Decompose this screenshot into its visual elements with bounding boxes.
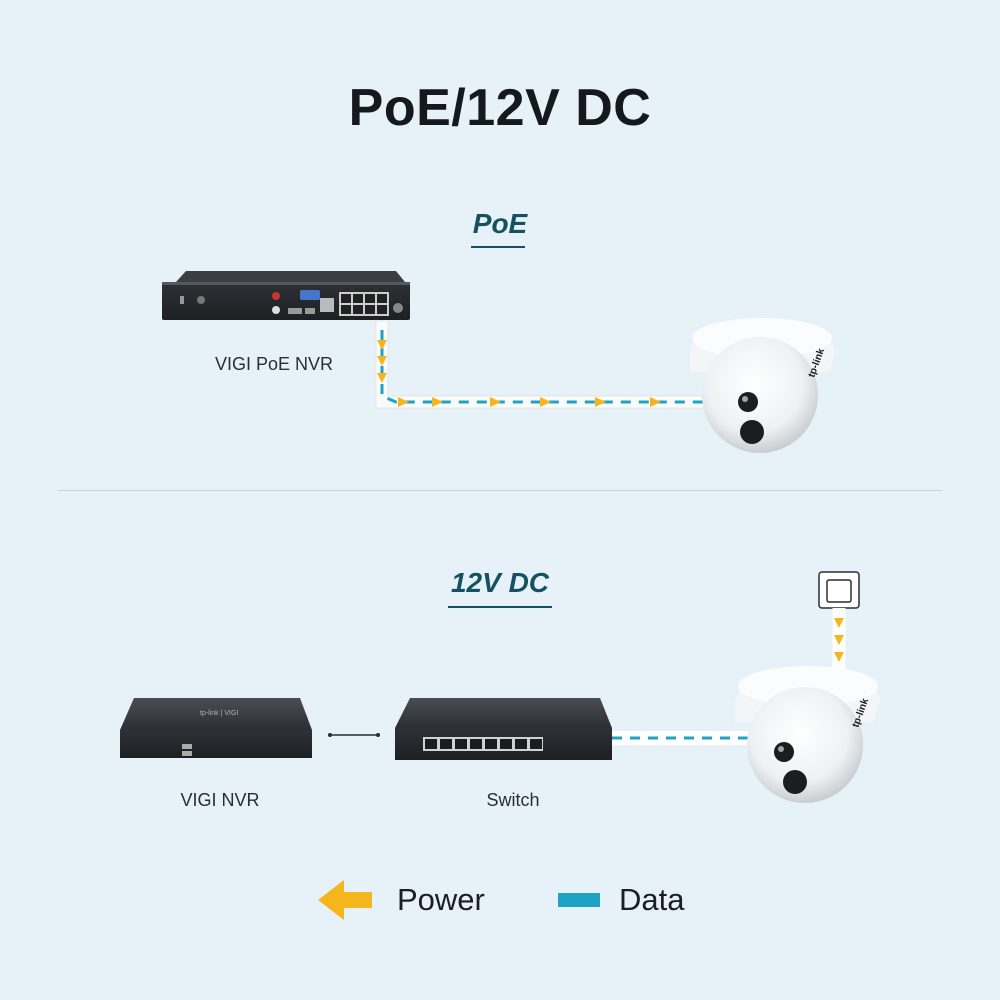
switch-device — [395, 698, 612, 760]
wall-outlet — [818, 571, 860, 609]
poe-title-underline — [471, 246, 525, 248]
poe-nvr-label: VIGI PoE NVR — [214, 354, 334, 374]
section-divider — [58, 490, 942, 491]
poe-cable — [375, 322, 712, 409]
dc-power-cable — [832, 608, 846, 672]
dc-title-underline — [448, 606, 552, 608]
vigi-nvr-label: VIGI NVR — [180, 790, 260, 810]
switch-label: Switch — [486, 790, 540, 810]
vigi-nvr-device: tp-link | VIGI — [120, 698, 312, 758]
poe-nvr-device — [162, 271, 410, 320]
poe-power-arrows — [377, 340, 661, 407]
dc-camera: tp-link — [735, 666, 880, 803]
legend-data-swatch — [558, 893, 600, 907]
poe-section-title: PoE — [472, 208, 528, 239]
poe-ports — [339, 292, 389, 316]
legend-data-label: Data — [619, 882, 685, 917]
legend-power-swatch — [318, 880, 372, 920]
nvr-brand-mark: tp-link | VIGI — [200, 710, 238, 717]
poe-data-line — [380, 330, 712, 404]
dc-section-title: 12V DC — [450, 567, 550, 598]
poe-camera: tp-link — [690, 318, 835, 453]
switch-ports — [423, 737, 543, 751]
page-title: PoE/12V DC — [348, 79, 652, 137]
legend-power-label: Power — [397, 882, 485, 917]
